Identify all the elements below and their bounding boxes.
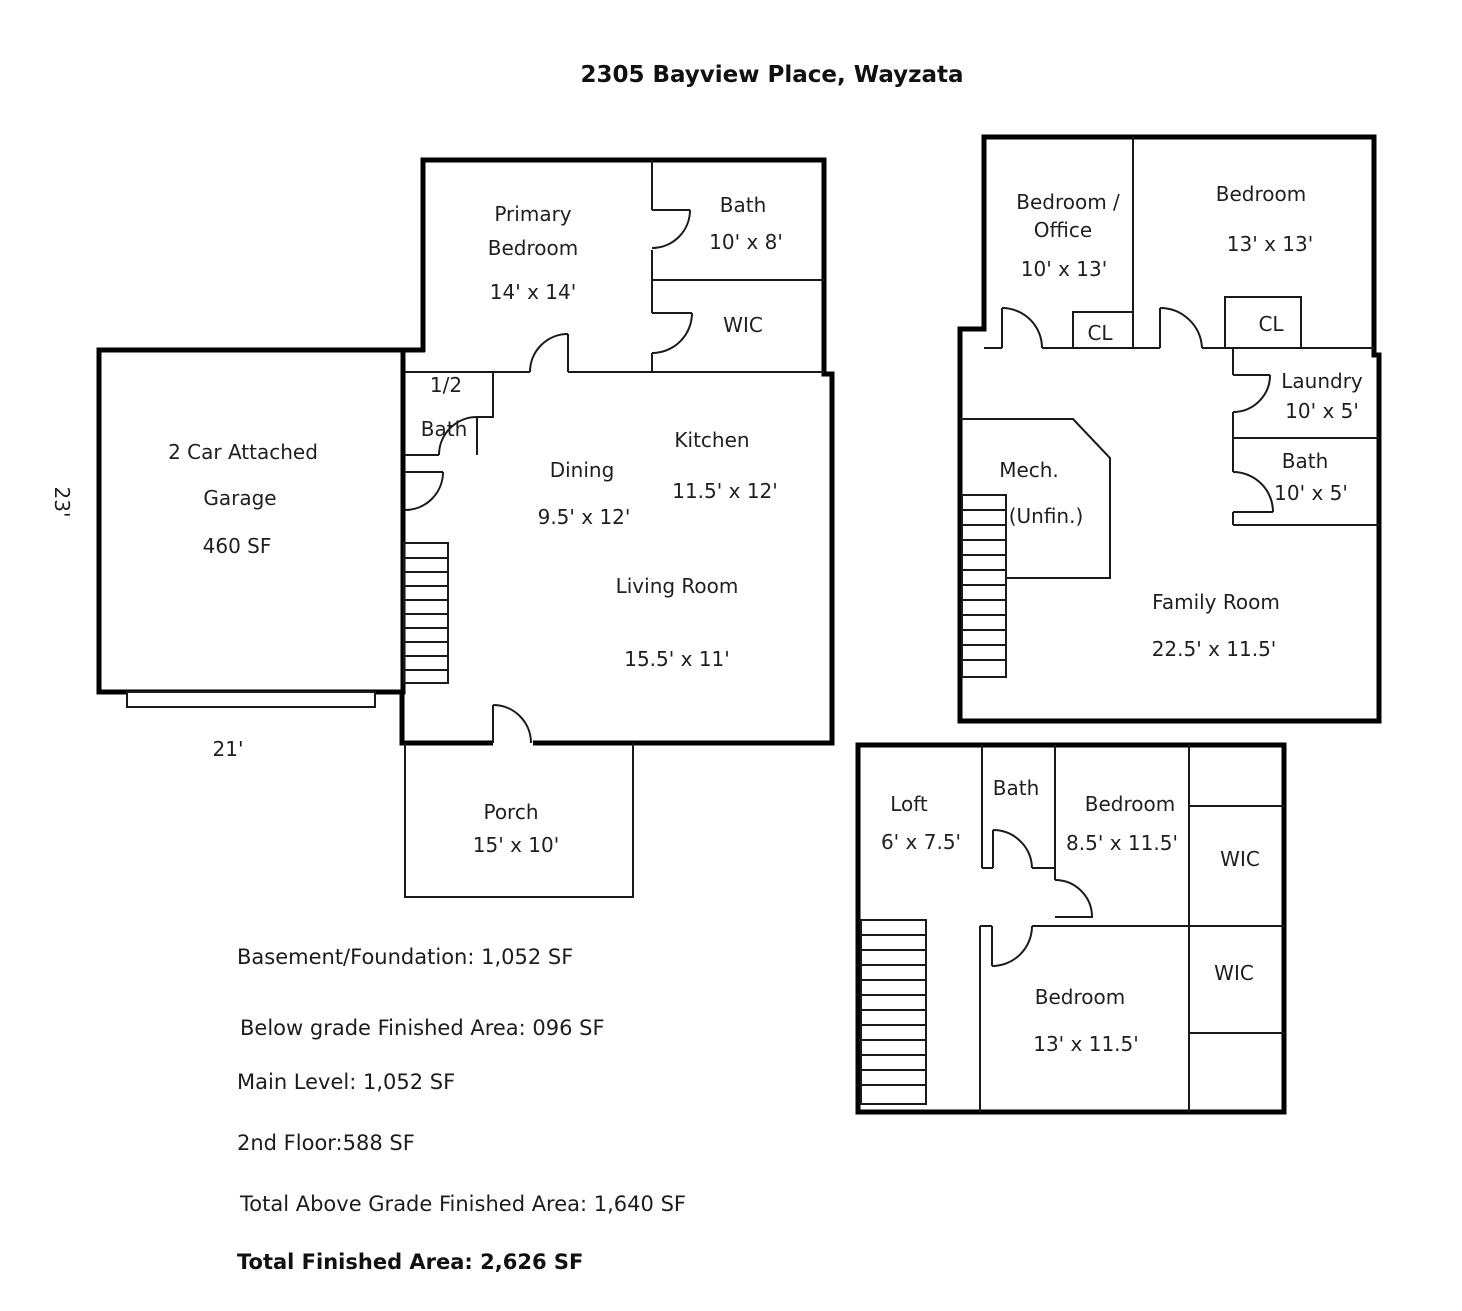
room-label-primary-bedroom: Primary bbox=[494, 202, 572, 226]
closet-left-walls bbox=[1072, 311, 1133, 348]
room-label-bedroom: Bedroom bbox=[1215, 182, 1307, 206]
room-label-half-bath: Bath bbox=[420, 417, 468, 441]
stairs bbox=[860, 919, 927, 1105]
second-floor-plan bbox=[855, 742, 1287, 1115]
door-arc bbox=[1232, 374, 1271, 413]
house-outline bbox=[399, 157, 835, 746]
main-level-doors bbox=[404, 209, 693, 744]
room-label-bath: Bath bbox=[1281, 449, 1329, 473]
room-label-kitchen: Kitchen bbox=[674, 428, 750, 452]
summary-line: 2nd Floor:588 SF bbox=[237, 1131, 415, 1155]
summary-line: Below grade Finished Area: 096 SF bbox=[240, 1016, 605, 1040]
summary-line-total: Total Finished Area: 2,626 SF bbox=[237, 1250, 584, 1274]
room-label-bedroom-office: Bedroom / bbox=[1016, 190, 1120, 214]
second-floor-doors bbox=[991, 829, 1093, 967]
laundry-bath-walls bbox=[1233, 437, 1379, 526]
room-dims-living-room: 15.5' x 11' bbox=[624, 647, 730, 671]
closet-right-walls bbox=[1224, 296, 1302, 348]
door-arc bbox=[991, 925, 1033, 967]
stair-treads bbox=[861, 934, 926, 1086]
door-arc bbox=[404, 471, 444, 511]
stair-treads bbox=[962, 509, 1006, 661]
room-label-primary-bedroom: Bedroom bbox=[487, 236, 579, 260]
room-area-garage: 460 SF bbox=[202, 534, 272, 558]
room-dims-dining: 9.5' x 12' bbox=[537, 505, 631, 529]
basement-interior-walls bbox=[960, 137, 1379, 678]
room-label-wic: WIC bbox=[723, 313, 763, 337]
page-title: 2305 Bayview Place, Wayzata bbox=[580, 62, 964, 88]
door-arc bbox=[992, 829, 1033, 869]
room-dims-loft: 6' x 7.5' bbox=[880, 830, 962, 854]
room-dims-laundry: 10' x 5' bbox=[1285, 399, 1359, 423]
door-arc bbox=[1232, 471, 1274, 513]
closet-label: CL bbox=[1087, 321, 1113, 345]
porch-walls bbox=[404, 743, 634, 898]
garage-walls bbox=[96, 347, 406, 695]
room-label-half-bath: 1/2 bbox=[429, 373, 463, 397]
room-label-living-room: Living Room bbox=[615, 574, 739, 598]
basement-plan bbox=[957, 134, 1382, 724]
door-arc bbox=[1054, 879, 1093, 918]
room-dims-bedroom: 13' x 13' bbox=[1226, 232, 1314, 256]
room-label-bath: Bath bbox=[992, 776, 1040, 800]
mech-room-walls bbox=[960, 418, 1111, 579]
basement-doors bbox=[1001, 306, 1274, 513]
door-arc bbox=[1159, 306, 1203, 349]
room-dims-bedroom: 8.5' x 11.5' bbox=[1066, 831, 1178, 855]
room-label-porch: Porch bbox=[483, 800, 539, 824]
room-label-wic: WIC bbox=[1214, 961, 1254, 985]
door-arc bbox=[492, 704, 532, 744]
door-arc bbox=[1001, 307, 1043, 349]
room-dims-primary-bedroom: 14' x 14' bbox=[489, 280, 577, 304]
room-label-bedroom: Bedroom bbox=[1034, 985, 1126, 1009]
room-label-loft: Loft bbox=[890, 792, 928, 816]
room-label-laundry: Laundry bbox=[1281, 369, 1363, 393]
room-dims-porch: 15' x 10' bbox=[472, 833, 560, 857]
summary-line: Basement/Foundation: 1,052 SF bbox=[237, 945, 574, 969]
room-dims-family-room: 22.5' x 11.5' bbox=[1151, 637, 1277, 661]
basement-exterior-walls bbox=[957, 134, 1382, 724]
room-dims-bedroom-office: 10' x 13' bbox=[1020, 257, 1108, 281]
summary-line: Total Above Grade Finished Area: 1,640 S… bbox=[240, 1192, 686, 1216]
main-level-plan bbox=[96, 157, 835, 898]
dimension-label-width: 21' bbox=[212, 737, 244, 761]
room-label-family-room: Family Room bbox=[1152, 590, 1280, 614]
second-floor-exterior-walls bbox=[855, 742, 1287, 1115]
garage-door bbox=[126, 691, 376, 708]
room-dims-bath: 10' x 8' bbox=[709, 230, 783, 254]
room-label-mech: Mech. bbox=[999, 458, 1059, 482]
room-dims-bedroom: 13' x 11.5' bbox=[1033, 1032, 1139, 1056]
door-arc bbox=[651, 312, 693, 354]
room-dims-kitchen: 11.5' x 12' bbox=[672, 479, 778, 503]
room-dims-bath: 10' x 5' bbox=[1274, 481, 1348, 505]
room-label-wic: WIC bbox=[1220, 847, 1260, 871]
door-arc bbox=[529, 333, 569, 373]
wic-divider-walls bbox=[1189, 805, 1284, 1034]
closet-label: CL bbox=[1258, 312, 1284, 336]
door-arc bbox=[438, 416, 478, 456]
room-label-garage: Garage bbox=[203, 486, 277, 510]
room-label-bedroom-office: Office bbox=[1033, 218, 1093, 242]
dimension-label-depth: 23' bbox=[50, 486, 74, 518]
room-label-bath: Bath bbox=[719, 193, 767, 217]
room-label-dining: Dining bbox=[549, 458, 615, 482]
room-label-mech: (Unfin.) bbox=[1008, 504, 1084, 528]
room-label-bedroom: Bedroom bbox=[1084, 792, 1176, 816]
stair-treads bbox=[404, 557, 448, 671]
second-floor-interior-walls bbox=[860, 745, 1284, 1112]
door-arc bbox=[651, 209, 691, 249]
room-label-garage: 2 Car Attached bbox=[168, 440, 318, 464]
summary-line: Main Level: 1,052 SF bbox=[237, 1070, 456, 1094]
